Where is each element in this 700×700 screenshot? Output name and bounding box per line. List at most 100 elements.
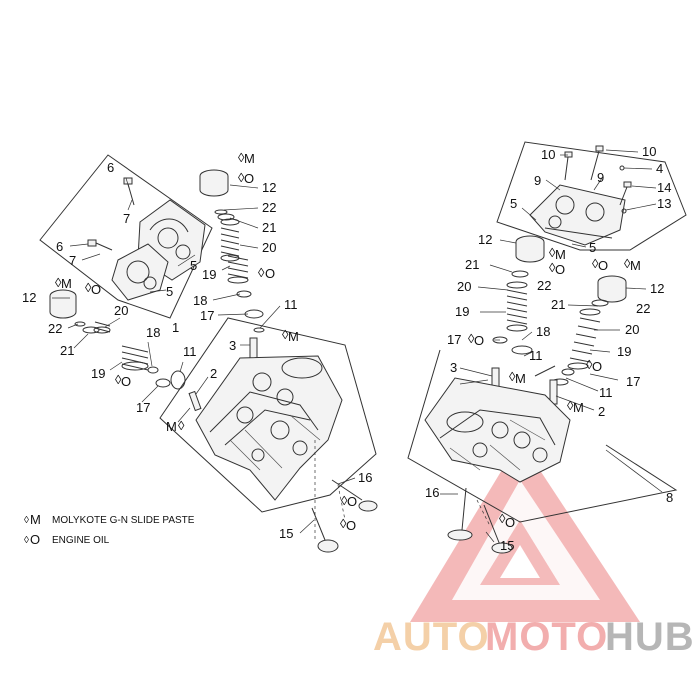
- molykote-marker: M◊: [166, 418, 185, 434]
- svg-text:O: O: [592, 359, 602, 374]
- watermark-logo: AUTO MOTO HUB: [373, 440, 695, 659]
- right-cylinder-head: [424, 377, 571, 483]
- svg-text:O: O: [265, 266, 275, 281]
- oil-marker: ◊O: [85, 280, 101, 297]
- svg-text:M: M: [555, 247, 566, 262]
- right-tappet-12-a: [515, 235, 545, 263]
- right-tappet-12-b: [597, 275, 627, 303]
- svg-text:◊: ◊: [499, 511, 506, 526]
- callout-22: 22: [636, 301, 650, 316]
- leader-lines: [52, 149, 663, 543]
- callout-22: 22: [262, 200, 276, 215]
- left-ring-11-b: [170, 370, 186, 390]
- left-spring-19-b: [121, 345, 149, 371]
- left-camshaft-frame: [39, 154, 213, 319]
- callout-21: 21: [465, 257, 479, 272]
- callout-21: 21: [262, 220, 276, 235]
- callout-16: 16: [425, 485, 439, 500]
- callout-2: 2: [210, 366, 217, 381]
- svg-text:◊: ◊: [567, 398, 574, 413]
- callout-3: 3: [450, 360, 457, 375]
- callout-20: 20: [625, 322, 639, 337]
- svg-text:◊: ◊: [55, 275, 62, 290]
- callout-16: 16: [358, 470, 372, 485]
- watermark-auto: AUTO: [373, 615, 490, 659]
- callout-19: 19: [202, 267, 216, 282]
- right-valve-15: [483, 504, 513, 554]
- callout-3: 3: [229, 338, 236, 353]
- svg-text:M: M: [61, 276, 72, 291]
- callout-10: 10: [541, 147, 555, 162]
- right-retainer-21-a: [511, 270, 529, 278]
- svg-text:O: O: [598, 258, 608, 273]
- svg-text:◊: ◊: [341, 493, 348, 508]
- callout-11: 11: [284, 297, 298, 312]
- callout-15: 15: [279, 526, 293, 541]
- molykote-marker: ◊M: [549, 245, 566, 262]
- svg-text:O: O: [347, 494, 357, 509]
- oil-marker: ◊O: [258, 265, 275, 281]
- oil-marker: ◊O: [549, 260, 565, 277]
- right-valve-16: [447, 487, 473, 541]
- callout-11: 11: [183, 344, 197, 359]
- right-spring-20-b: [567, 308, 601, 370]
- callout-17: 17: [136, 400, 150, 415]
- callout-11: 11: [599, 385, 613, 400]
- right-camshaft-frame: [496, 141, 687, 251]
- callout-19: 19: [91, 366, 105, 381]
- callout-15: 15: [500, 538, 514, 553]
- callout-5: 5: [166, 284, 173, 299]
- left-valve-15: [311, 507, 339, 553]
- left-bolt-6-lower: [87, 239, 113, 251]
- callout-21: 21: [551, 297, 565, 312]
- callout-7: 7: [123, 211, 130, 226]
- oil-marker: ◊O: [340, 516, 356, 533]
- svg-text:◊: ◊: [549, 245, 556, 260]
- left-seal-18-a: [236, 290, 252, 298]
- right-retainer-21-b: [591, 299, 609, 307]
- callout-5: 5: [510, 196, 517, 211]
- left-washer-22-a: [214, 209, 228, 215]
- callout-9: 9: [597, 170, 604, 185]
- svg-text:O: O: [244, 171, 254, 186]
- left-ring-11-a: [253, 327, 265, 333]
- oil-marker: ◊O: [468, 331, 484, 348]
- left-cylinder-head: [195, 355, 343, 501]
- oil-marker: ◊O: [341, 493, 357, 509]
- callout-18: 18: [536, 324, 550, 339]
- oil-marker: ◊O: [115, 372, 131, 389]
- svg-text:O: O: [474, 333, 484, 348]
- callout-9: 9: [534, 173, 541, 188]
- watermark-triangle-inner: [452, 480, 600, 600]
- svg-text:◊: ◊: [592, 256, 599, 271]
- right-seal-18-a: [492, 336, 508, 344]
- svg-text:◊: ◊: [115, 372, 122, 387]
- molykote-marker: ◊M: [624, 256, 641, 273]
- legend-o-text: ENGINE OIL: [52, 535, 110, 546]
- callout-21: 21: [60, 343, 74, 358]
- molykote-marker: ◊M: [567, 398, 584, 415]
- callout-12: 12: [262, 180, 276, 195]
- svg-text:◊: ◊: [258, 265, 265, 280]
- legend-molykote: ◊ M MOLYKOTE G-N SLIDE PASTE: [24, 512, 195, 527]
- callout-5: 5: [190, 258, 197, 273]
- callout-22: 22: [48, 321, 62, 336]
- lubrication-markers: ◊M ◊O ◊O ◊M ◊M ◊O ◊O M◊ ◊O ◊O ◊M ◊O ◊O ◊…: [55, 150, 641, 533]
- callout-11: 11: [529, 348, 543, 363]
- callout-8: 8: [666, 490, 673, 505]
- oil-marker: ◊O: [592, 256, 608, 273]
- callout-20: 20: [114, 303, 128, 318]
- left-tappet-12-b: [199, 169, 229, 197]
- callout-18: 18: [146, 325, 160, 340]
- svg-text:◊: ◊: [24, 515, 29, 526]
- left-retainer-21-a: [217, 213, 235, 221]
- callout-14: 14: [657, 180, 671, 195]
- callout-6: 6: [107, 160, 114, 175]
- legend-m-text: MOLYKOTE G-N SLIDE PASTE: [52, 515, 195, 526]
- right-bolt-10-b: [590, 145, 604, 181]
- watermark-hub: HUB: [605, 615, 695, 659]
- callout-19: 19: [455, 304, 469, 319]
- svg-text:◊: ◊: [586, 357, 593, 372]
- molykote-marker: ◊M: [282, 327, 299, 344]
- oil-marker: ◊O: [238, 170, 254, 186]
